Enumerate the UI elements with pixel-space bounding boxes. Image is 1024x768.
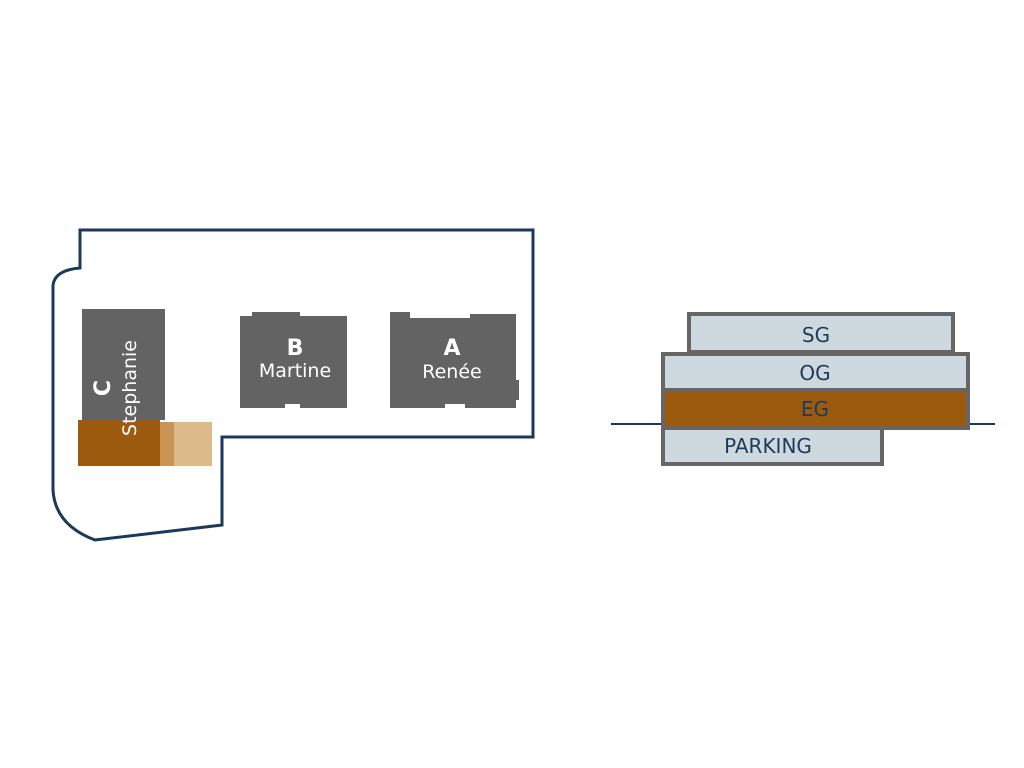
building-b[interactable]: B Martine [240,312,347,408]
building-c-highlight [78,420,160,466]
building-b-name: Martine [259,360,331,382]
floor-sg-label: SG [802,323,830,347]
building-c-letter: C [91,380,116,396]
floor-og[interactable]: OG [661,352,970,392]
floor-eg[interactable]: EG [661,388,970,430]
building-a-name: Renée [422,361,481,383]
building-c[interactable]: C Stephanie [78,309,212,466]
site-outline [51,228,535,542]
floor-eg-label: EG [801,397,829,421]
floor-sg[interactable]: SG [687,312,955,354]
building-b-letter: B [287,336,304,361]
floor-og-label: OG [799,361,830,385]
building-a[interactable]: A Renée [390,312,519,408]
building-c-name: Stephanie [119,340,141,436]
floor-parking[interactable]: PARKING [661,426,884,466]
floor-parking-label: PARKING [724,434,812,458]
building-a-letter: A [443,336,460,361]
